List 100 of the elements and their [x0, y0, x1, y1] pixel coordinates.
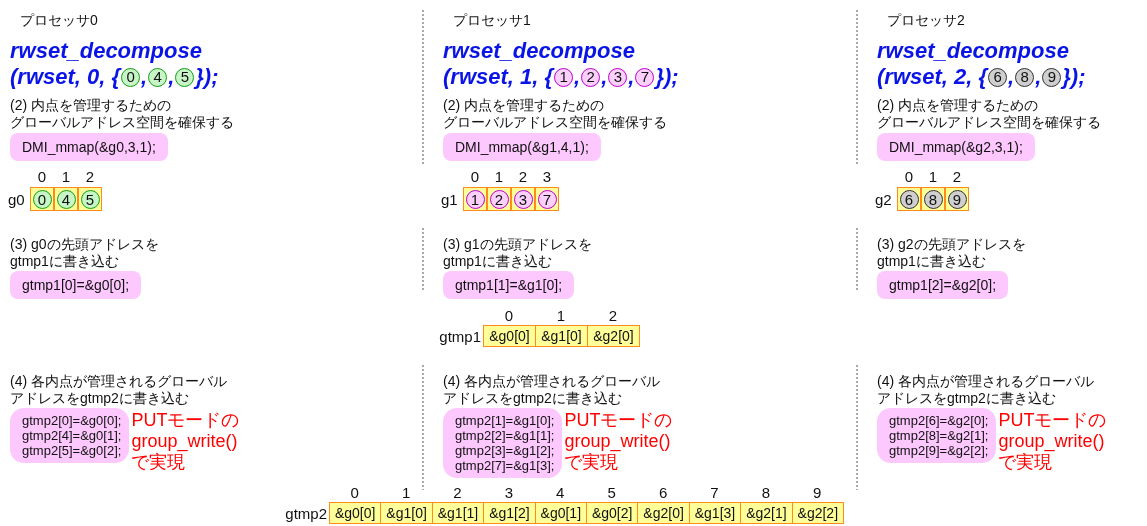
array-index: 6	[657, 484, 669, 501]
note-text: PUTモードの	[564, 410, 673, 431]
array-index: 2	[84, 168, 96, 185]
array-name: g1	[441, 191, 458, 208]
function-call-title: });	[195, 64, 219, 90]
array-name: g0	[8, 191, 25, 208]
step-description: グローバルアドレス空間を確保する	[877, 114, 1101, 131]
array-index: 0	[469, 168, 481, 185]
code-box: DMI_mmap(&g1,4,1);	[443, 133, 601, 161]
function-call-title: ,	[574, 64, 581, 90]
step-description: (3) g0の先頭アドレスを	[10, 236, 159, 253]
circled-number: 6	[899, 189, 919, 209]
circled-number: 0	[121, 67, 141, 87]
code-line: gtmp2[6]=&g2[0];	[889, 413, 989, 428]
step-description: (2) 内点を管理するための	[10, 97, 171, 114]
array-cell: &g0[0]	[329, 502, 382, 524]
note-text: group_write()	[998, 431, 1106, 452]
circled-number: 5	[175, 67, 195, 87]
array-index: 9	[812, 484, 823, 501]
array-index: 1	[60, 168, 72, 185]
array-name: g2	[875, 191, 892, 208]
array-index: 5	[606, 484, 617, 501]
step-description: (2) 内点を管理するための	[443, 97, 604, 114]
circled-number: 1	[465, 189, 485, 209]
note-text: PUTモードの	[131, 410, 240, 431]
step-description: グローバルアドレス空間を確保する	[443, 114, 667, 131]
processor-heading: プロセッサ0	[20, 12, 98, 29]
step-description: (3) g1の先頭アドレスを	[443, 236, 592, 253]
circled-number: 4	[56, 189, 76, 209]
code-line: gtmp2[1]=&g1[0];	[455, 413, 555, 428]
array-cell: &g0[2]	[586, 502, 639, 524]
code-line: gtmp2[5]=&g0[2];	[22, 443, 122, 458]
function-call-title: rwset_decompose	[443, 38, 635, 64]
function-call-title: ,	[168, 64, 175, 90]
code-box: DMI_mmap(&g0,3,1);	[10, 133, 168, 161]
code-box: gtmp1[2]=&g2[0];	[877, 271, 1009, 299]
array-index: 1	[400, 484, 412, 501]
code-line: gtmp2[2]=&g1[1];	[455, 428, 555, 443]
function-call-title: ,	[1035, 64, 1042, 90]
array-cell: &g1[0]	[380, 502, 433, 524]
circled-number: 9	[1042, 67, 1062, 87]
circled-number: 0	[32, 189, 52, 209]
function-call-title: ,	[1008, 64, 1015, 90]
step-description: (3) g2の先頭アドレスを	[877, 236, 1026, 253]
note-text: PUTモードの	[998, 410, 1107, 431]
code-line: gtmp2[0]=&g0[0];	[22, 413, 122, 428]
circled-number: 3	[608, 67, 628, 87]
array-index: 0	[349, 484, 360, 501]
code-box: gtmp1[1]=&g1[0];	[443, 271, 575, 299]
code-line: gtmp2[9]=&g2[2];	[889, 443, 989, 458]
circled-number: 2	[581, 67, 601, 87]
array-index: 1	[927, 168, 939, 185]
array-index: 3	[541, 168, 553, 185]
array-index: 0	[503, 307, 515, 324]
array-index: 2	[452, 484, 463, 501]
array-index: 0	[903, 168, 915, 185]
code-line: gtmp2[3]=&g1[2];	[455, 443, 555, 458]
code-line: gtmp2[7]=&g1[3];	[455, 458, 555, 473]
array-index: 1	[555, 307, 567, 324]
code-box: gtmp1[0]=&g0[0];	[10, 271, 142, 299]
array-cell: &g0[0]	[483, 325, 536, 347]
circled-number: 8	[923, 189, 943, 209]
array-cell: &g2[2]	[791, 502, 844, 524]
code-box	[10, 408, 130, 463]
code-box	[877, 408, 997, 463]
circled-number: 3	[513, 189, 533, 209]
note-text: で実現	[564, 452, 620, 473]
code-line: gtmp2[4]=&g0[1];	[22, 428, 122, 443]
array-cell: &g1[1]	[431, 502, 485, 524]
circled-number: 4	[148, 67, 168, 87]
note-text: で実現	[131, 452, 187, 473]
circled-number: 5	[80, 189, 100, 209]
step-description: グローバルアドレス空間を確保する	[10, 114, 234, 131]
function-call-title: ,	[141, 64, 148, 90]
array-index: 4	[555, 484, 566, 501]
step-description: (4) 各内点が管理されるグローバル	[10, 373, 227, 390]
array-cell: &g2[1]	[740, 502, 793, 524]
array-index: 0	[36, 168, 48, 185]
array-cell: &g1[3]	[688, 502, 742, 524]
function-call-title: ,	[601, 64, 608, 90]
step-description: (4) 各内点が管理されるグローバル	[877, 373, 1094, 390]
array-index: 1	[493, 168, 505, 185]
array-cell: &g2[0]	[587, 325, 640, 347]
array-cell: &g0[1]	[534, 502, 587, 524]
array-index: 2	[517, 168, 529, 185]
array-index: 7	[709, 484, 720, 501]
function-call-title: });	[655, 64, 679, 90]
array-index: 2	[607, 307, 619, 324]
function-call-title: });	[1062, 64, 1086, 90]
function-call-title: ,	[628, 64, 635, 90]
circled-number: 2	[489, 189, 509, 209]
circled-number: 6	[988, 67, 1008, 87]
array-index: 2	[951, 168, 963, 185]
code-line: gtmp2[8]=&g2[1];	[889, 428, 989, 443]
code-box	[443, 408, 563, 478]
note-text: で実現	[998, 452, 1054, 473]
note-text: group_write()	[131, 431, 239, 452]
function-call-title: rwset_decompose	[877, 38, 1069, 64]
function-call-title: (rwset, 1, {	[443, 64, 554, 90]
note-text: group_write()	[564, 431, 672, 452]
